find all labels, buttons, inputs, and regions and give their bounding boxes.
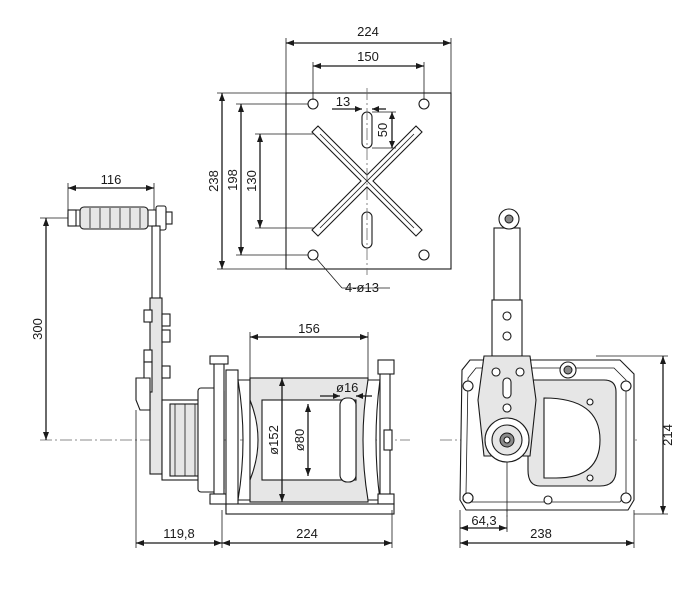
side-plate-left [213,359,225,501]
mounting-plate-view: 224 150 13 50 238 198 [206,24,452,295]
dim-end-offset: 64,3 [471,513,496,528]
dim-drum-diameter: ø152 [266,425,281,455]
dim-slot-offset: 13 [336,94,350,109]
drum-flange-left [225,369,239,511]
side-view: 116 300 156 ø16 ø152 ø80 [30,172,410,548]
dim-plate-width: 224 [357,24,379,39]
dim-end-height: 214 [660,424,675,446]
dim-plate-height: 238 [206,170,221,192]
handle-arm [151,225,161,307]
dim-core-diameter: ø80 [292,429,307,451]
drum-bore [339,397,357,483]
dim-holes-note: 4-ø13 [345,280,379,295]
dim-base-width: 224 [296,526,318,541]
dim-handle-width: 116 [101,172,122,187]
dim-bore-diameter: ø16 [336,380,358,395]
dim-slot-length: 50 [375,123,390,137]
base-plate [225,503,395,515]
dim-bolt-spacing: 150 [357,49,379,64]
dim-hole-spacing: 198 [225,169,240,191]
dim-handle-height: 300 [30,318,45,340]
plate-hole-top-right [418,98,430,110]
end-view: 214 64,3 238 [440,208,675,548]
plate-hole-bottom-right [418,249,430,261]
end-handle-arm [493,227,521,303]
dim-slot-span: 130 [244,170,259,192]
plate-hole-top-left [307,98,319,110]
dim-end-width: 238 [530,526,552,541]
dim-drum-length: 156 [298,321,320,336]
dim-side-offset: 119,8 [163,526,195,541]
